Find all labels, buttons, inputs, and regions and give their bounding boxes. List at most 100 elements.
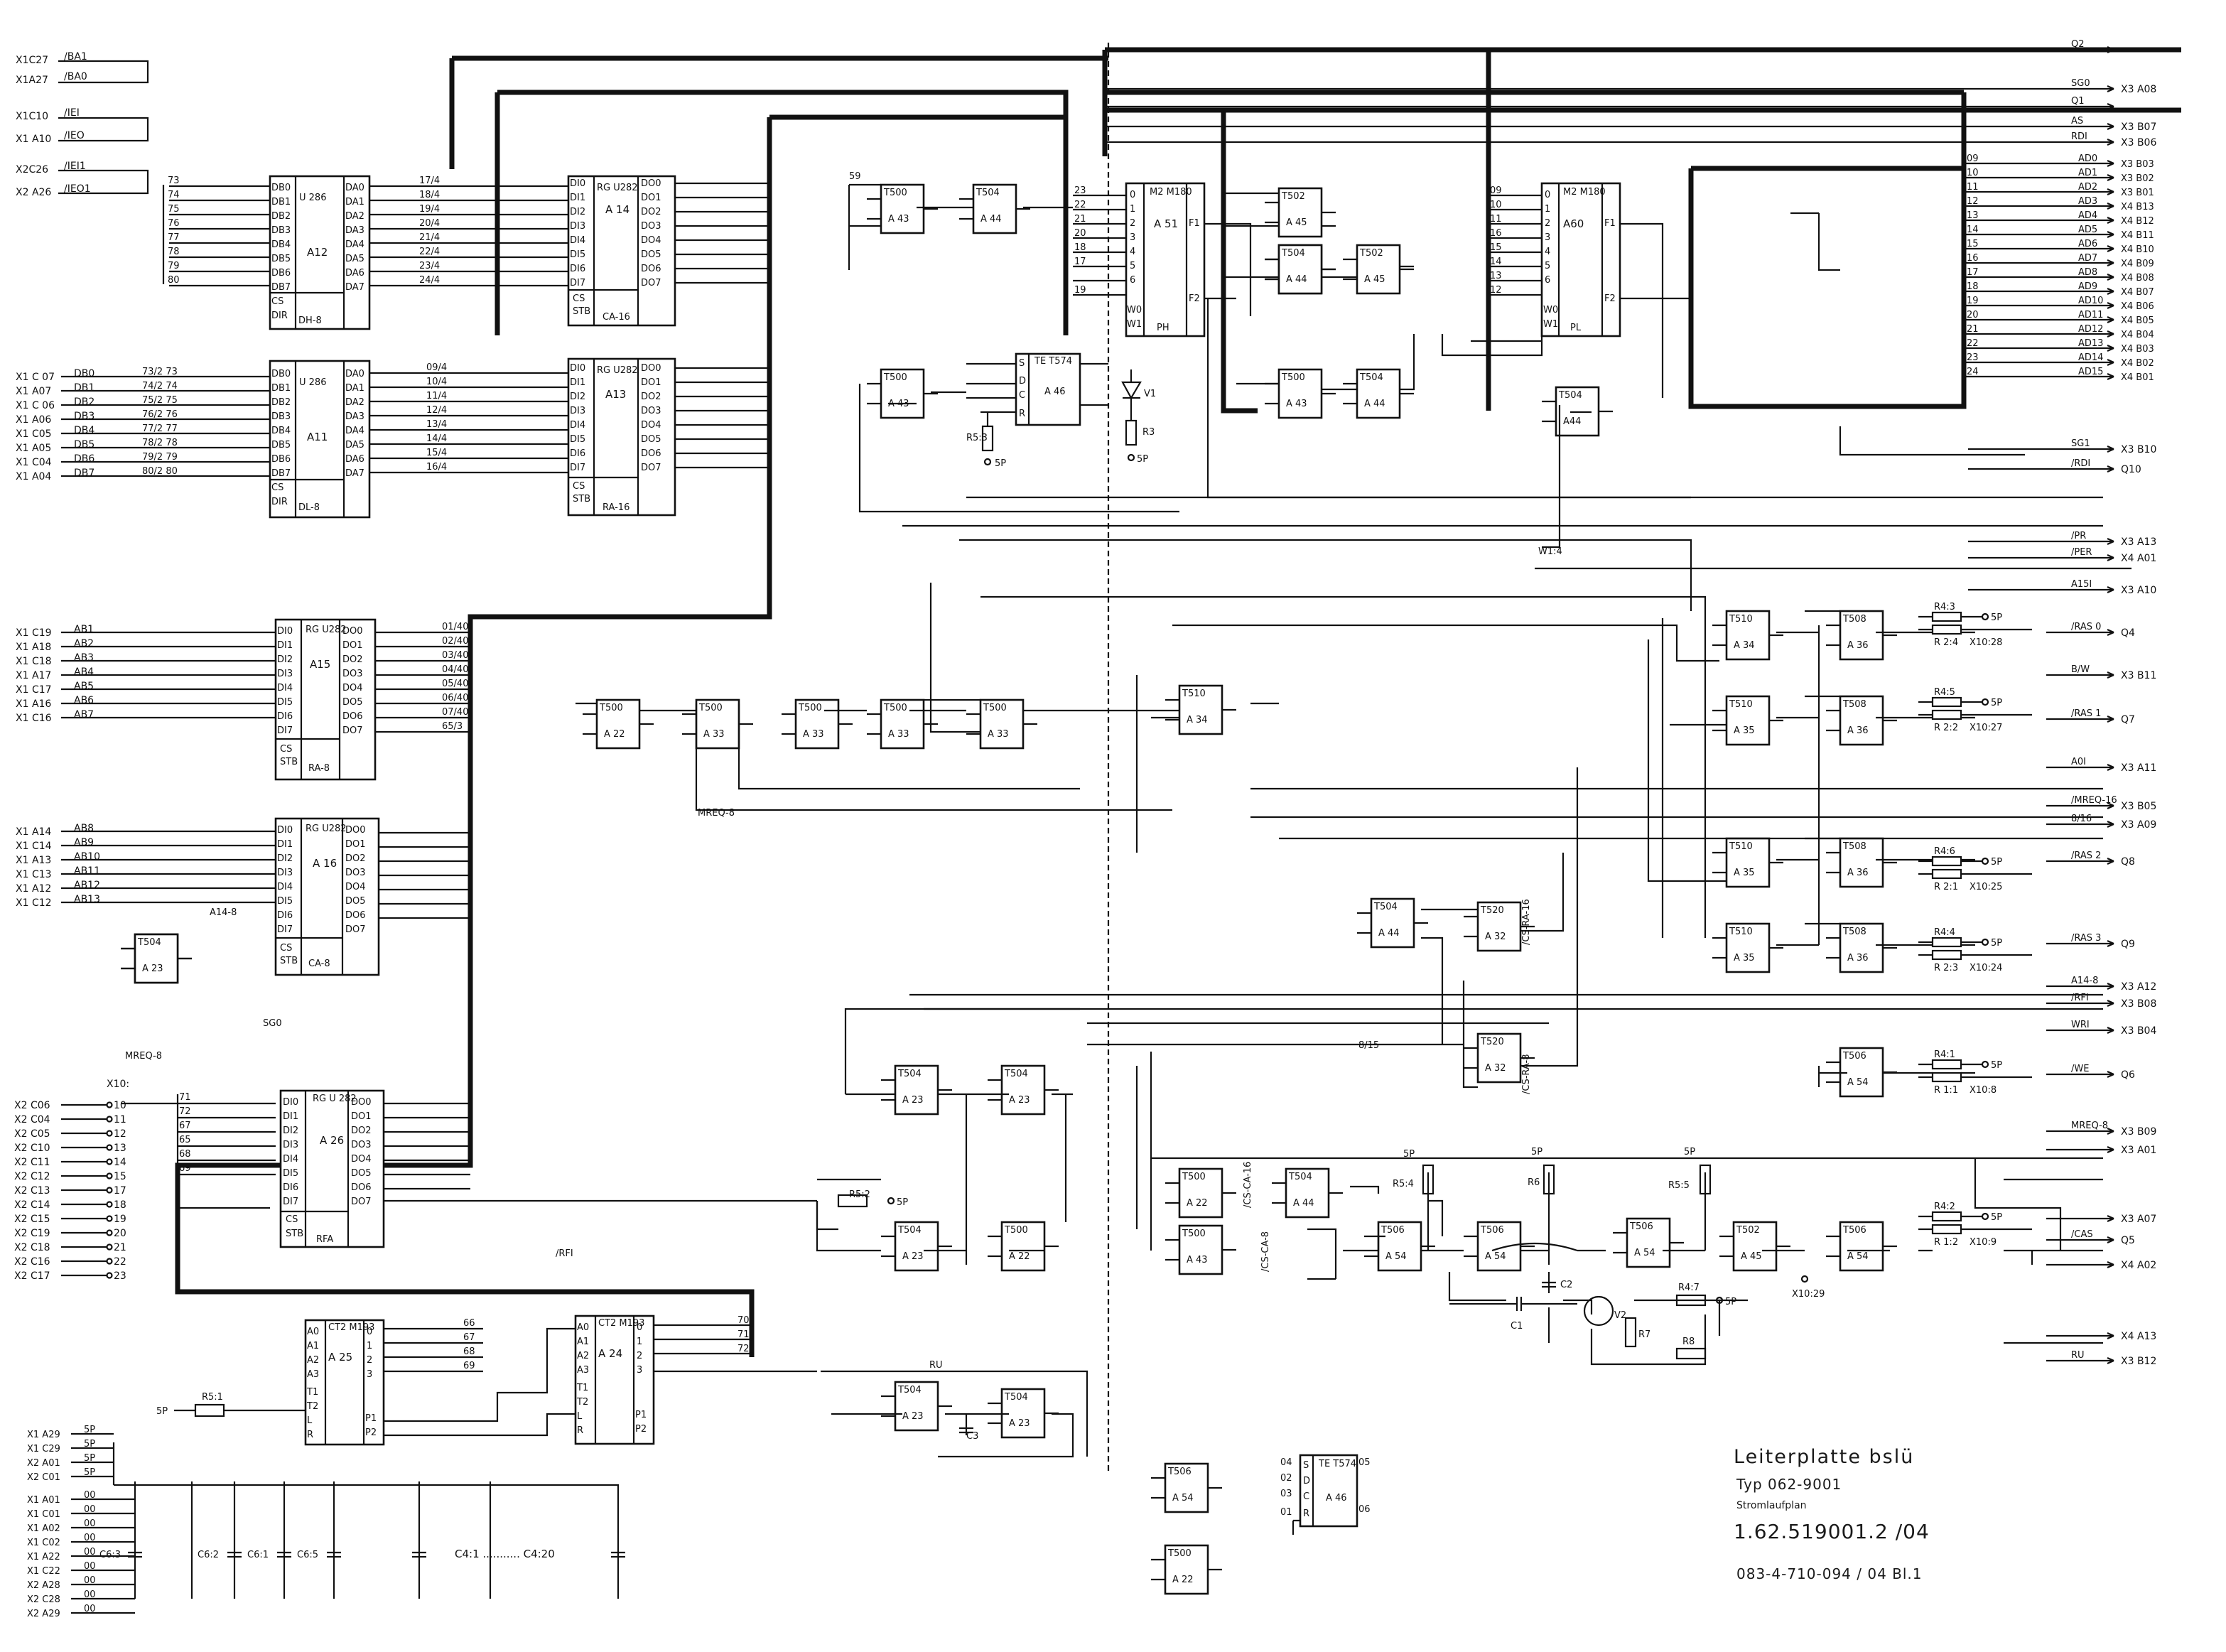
svg-text:X10:29: X10:29 — [1792, 1289, 1825, 1300]
gate-ref: A 35 — [1734, 725, 1755, 736]
gate-ref: A 36 — [1847, 868, 1869, 878]
svg-text:3: 3 — [1545, 232, 1550, 243]
gate-ref: A 22 — [1172, 1575, 1194, 1585]
svg-text:MREQ-8: MREQ-8 — [698, 808, 735, 819]
svg-text:59: 59 — [849, 171, 861, 182]
svg-text:80: 80 — [168, 275, 180, 286]
gate-wire — [1343, 382, 1414, 405]
gate-body — [1725, 837, 1771, 888]
output-arrow — [2107, 1356, 2114, 1365]
svg-text:/RFI: /RFI — [556, 1248, 573, 1259]
gate-type: T500 — [1182, 1172, 1206, 1182]
svg-text:DA5: DA5 — [345, 440, 364, 450]
x10-pin: X2 C06 — [14, 1100, 50, 1111]
gate-body — [1476, 1032, 1522, 1084]
svg-text:5P: 5P — [1137, 454, 1148, 465]
svg-text:A2: A2 — [577, 1351, 589, 1361]
svg-text:DA4: DA4 — [345, 239, 364, 250]
gate-ref: A 34 — [1187, 715, 1208, 725]
svg-text:DB4: DB4 — [271, 426, 291, 436]
output-arrow — [2107, 671, 2114, 679]
resistor-label: R4:4 — [1934, 927, 1955, 938]
gate-ref: A 54 — [1634, 1248, 1655, 1258]
conn-sig: /IEO — [64, 130, 85, 141]
output-arrow — [2107, 102, 2114, 111]
output-dest: X3 A08 — [2121, 84, 2156, 95]
svg-text:5P: 5P — [897, 1197, 908, 1208]
gate-wire — [583, 713, 654, 735]
svg-text:1: 1 — [367, 1341, 372, 1351]
gate-type: T504 — [1558, 390, 1582, 401]
svg-text:DI1: DI1 — [283, 1111, 298, 1122]
gate-type: T510 — [1729, 841, 1753, 852]
svg-text:V2: V2 — [1614, 1310, 1626, 1321]
svg-text:X1 A04: X1 A04 — [16, 471, 51, 482]
svg-text:70: 70 — [738, 1315, 750, 1326]
output-arrow — [2107, 445, 2114, 453]
svg-text:A3: A3 — [307, 1369, 319, 1380]
gate-type: T506 — [1629, 1221, 1653, 1232]
gate-ref: A 23 — [1009, 1418, 1030, 1429]
addr-pin: 13 — [1967, 210, 1979, 221]
output-dest: X3 B05 — [2121, 801, 2156, 812]
gate-body — [1725, 695, 1771, 746]
vcc-terminal — [1981, 938, 1989, 946]
svg-text:R8: R8 — [1682, 1337, 1695, 1347]
svg-text:13: 13 — [1490, 271, 1502, 281]
svg-text:A 46: A 46 — [1044, 387, 1066, 397]
output-line: MREQ-8X3 B09 — [2046, 1121, 2156, 1138]
x10-terminal — [106, 1116, 113, 1123]
svg-text:5: 5 — [1130, 261, 1135, 271]
addr-dest: X4 B01 — [2121, 372, 2154, 383]
svg-text:R5:3: R5:3 — [966, 433, 988, 443]
svg-text:DI4: DI4 — [570, 235, 585, 246]
output-dest: X3 B11 — [2121, 670, 2156, 681]
output-signal: AS — [2071, 116, 2083, 126]
gate-body — [1839, 610, 1884, 661]
svg-text:CS: CS — [573, 293, 585, 304]
gate-type: T502 — [1281, 191, 1305, 202]
svg-text:DO4: DO4 — [342, 683, 363, 693]
x10-num: 18 — [114, 1199, 126, 1211]
resistor-out: X10:27 — [1970, 723, 2002, 733]
svg-text:DB3: DB3 — [271, 225, 291, 236]
svg-text:10/4: 10/4 — [426, 377, 447, 387]
power-sig: 00 — [84, 1518, 96, 1529]
svg-text:05/40: 05/40 — [442, 679, 468, 689]
gate-body — [1000, 1388, 1046, 1439]
resistor — [1931, 936, 1962, 948]
gate-type: T504 — [1281, 248, 1305, 259]
output-signal: A15I — [2071, 579, 2092, 590]
gate-ref: A 22 — [1187, 1198, 1208, 1209]
output-arrow — [2107, 999, 2114, 1008]
output-dest: X3 A11 — [2121, 762, 2156, 774]
gate-ref: A 36 — [1847, 725, 1869, 736]
svg-text:A0: A0 — [577, 1322, 589, 1333]
gate-ref: A 54 — [1847, 1251, 1869, 1262]
addr-pin: 19 — [1967, 296, 1979, 306]
resistor-label: R 1:2 — [1934, 1237, 1958, 1248]
svg-text:DH-8: DH-8 — [298, 315, 322, 326]
resistor-wire — [1918, 701, 2032, 716]
svg-text:02/40: 02/40 — [442, 636, 468, 647]
output-arrow — [2107, 982, 2114, 990]
svg-text:R7: R7 — [1638, 1329, 1650, 1340]
gate-wire — [682, 713, 753, 735]
vcc-label: 5P — [1991, 857, 2002, 868]
signal-labels: 59 MREQ-8 MREQ-8 SG0 A14-8 /RFI RU 8/15 … — [125, 171, 1562, 1371]
svg-text:DI7: DI7 — [277, 725, 293, 736]
svg-text:13/4: 13/4 — [426, 419, 447, 430]
